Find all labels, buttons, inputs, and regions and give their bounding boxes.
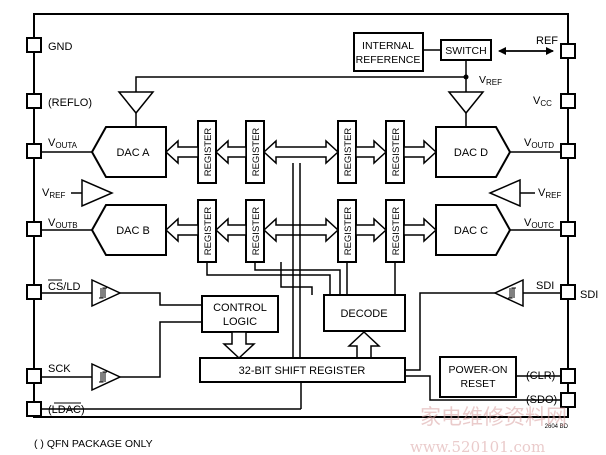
decode-line-b1	[206, 262, 331, 295]
bus-arrow-regb2-regb1	[214, 217, 247, 243]
register-label-c2: REGISTER	[391, 207, 402, 256]
label-gnd: GND	[48, 41, 73, 53]
bus-arrows	[164, 139, 438, 243]
input-wiring	[41, 292, 561, 410]
pin-vouta	[26, 143, 42, 159]
sdi-buffer	[493, 278, 524, 308]
register-labels: REGISTER REGISTER REGISTER REGISTER REGI…	[203, 128, 402, 256]
watermark-cn: 家电维修资料网	[420, 405, 567, 429]
label-ref: REF	[536, 35, 558, 47]
chip-outline	[33, 13, 569, 418]
buffer-dac-c	[488, 178, 521, 208]
internal-reference-line1: INTERNAL	[362, 40, 414, 52]
cs-ld-schmitt-icon	[99, 287, 107, 299]
label-sdi-outer: SDI	[580, 289, 598, 301]
pin-reflo	[26, 93, 42, 109]
bus-arrow-rega-daca	[164, 139, 199, 165]
control-logic-line2: LOGIC	[223, 316, 257, 328]
label-vref-c: VREF	[538, 187, 561, 200]
sck-buffer	[91, 362, 122, 392]
right-pins	[560, 43, 576, 408]
power-on-reset-line1: POWER-ON	[449, 364, 508, 376]
internal-reference-block	[353, 32, 424, 72]
register-label-d2: REGISTER	[391, 128, 402, 177]
label-voutc: VOUTC	[524, 217, 554, 230]
decode-line-mid	[280, 262, 313, 295]
sck-schmitt-icon	[99, 371, 107, 383]
control-logic-block	[201, 295, 279, 333]
dac-d-label: DAC D	[454, 147, 488, 159]
decode-line-b2	[254, 262, 341, 295]
internal-reference-line2: REFERENCE	[356, 54, 421, 66]
reflo-placeholder	[41, 80, 440, 101]
control-logic-line1: CONTROL	[213, 302, 267, 314]
dac-c-label: DAC C	[454, 225, 488, 237]
power-on-reset-line2: RESET	[460, 378, 496, 390]
register-label-c1: REGISTER	[343, 207, 354, 256]
register-label-b1: REGISTER	[203, 207, 214, 256]
switch-label: SWITCH	[445, 45, 486, 57]
pin-vcc	[560, 93, 576, 109]
cs-ld-buffer	[91, 278, 122, 308]
pin-gnd	[26, 37, 42, 53]
watermark-url: www.520101.com	[410, 438, 545, 455]
register-label-d1: REGISTER	[343, 128, 354, 177]
label-sck: SCK	[48, 363, 71, 375]
shift-to-decode-arrow	[347, 330, 381, 359]
decode-block	[323, 294, 406, 332]
buffer-dac-a	[117, 91, 155, 115]
sdi-schmitt-icon	[508, 287, 516, 299]
cs-ld-to-control	[120, 292, 202, 306]
power-on-reset-block	[439, 356, 517, 398]
label-sdi-inner: SDI	[536, 280, 554, 292]
sdi-to-shift	[405, 292, 495, 371]
label-voutb: VOUTB	[48, 217, 78, 230]
decode-label: DECODE	[340, 308, 387, 320]
buffer-dac-d	[447, 91, 485, 115]
shift-register-block	[199, 357, 406, 383]
label-vref-a: VREF	[42, 187, 65, 200]
register-label-a1: REGISTER	[203, 128, 214, 177]
registers	[197, 120, 405, 263]
pin-voutb	[26, 221, 42, 237]
label-cs-ld: CS/LD	[48, 281, 80, 293]
dac-b-label: DAC B	[116, 225, 150, 237]
pin-sdi	[560, 284, 576, 300]
label-voutd: VOUTD	[524, 137, 554, 150]
dac-a-label: DAC A	[116, 147, 150, 159]
bus-arrow-regc-dacc	[403, 217, 438, 243]
pin-cs-ld	[26, 284, 42, 300]
pin-ref	[560, 43, 576, 59]
register-label-a2: REGISTER	[251, 128, 262, 177]
label-reflo: (REFLO)	[48, 97, 92, 109]
vref-bus-left	[135, 76, 466, 92]
shift-register-label: 32-BIT SHIFT REGISTER	[239, 365, 366, 377]
label-vcc: VCC	[533, 95, 552, 108]
register-label-b2: REGISTER	[251, 207, 262, 256]
pin-sck	[26, 368, 42, 384]
vref-node-label: VREF	[479, 74, 502, 87]
left-pins	[26, 37, 42, 417]
pin-voutd	[560, 143, 576, 159]
pin-voutc	[560, 221, 576, 237]
bus-center-bottom	[262, 217, 340, 243]
label-ldac: (LDAC)	[48, 404, 85, 416]
bus-arrow-regd-dacd	[403, 139, 438, 165]
bus-arrow-regb-dacb	[164, 217, 199, 243]
bus-arrow-regd1-regd2	[355, 139, 388, 165]
buffer-dac-b	[81, 178, 114, 208]
sdo-wire	[405, 375, 561, 401]
sck-to-control	[120, 321, 202, 378]
label-vouta: VOUTA	[48, 137, 78, 150]
footnote: ( ) QFN PACKAGE ONLY	[34, 438, 153, 450]
bus-arrow-regc1-regc2	[355, 217, 388, 243]
pin-ldac	[26, 401, 42, 417]
bus-center-top	[262, 139, 340, 165]
figure-code: 2604 BD	[545, 424, 569, 430]
pin-clr	[560, 368, 576, 384]
control-to-shift-arrow	[222, 331, 256, 360]
vertical-bus	[206, 163, 396, 358]
bus-arrow-rega2-rega1	[214, 139, 247, 165]
